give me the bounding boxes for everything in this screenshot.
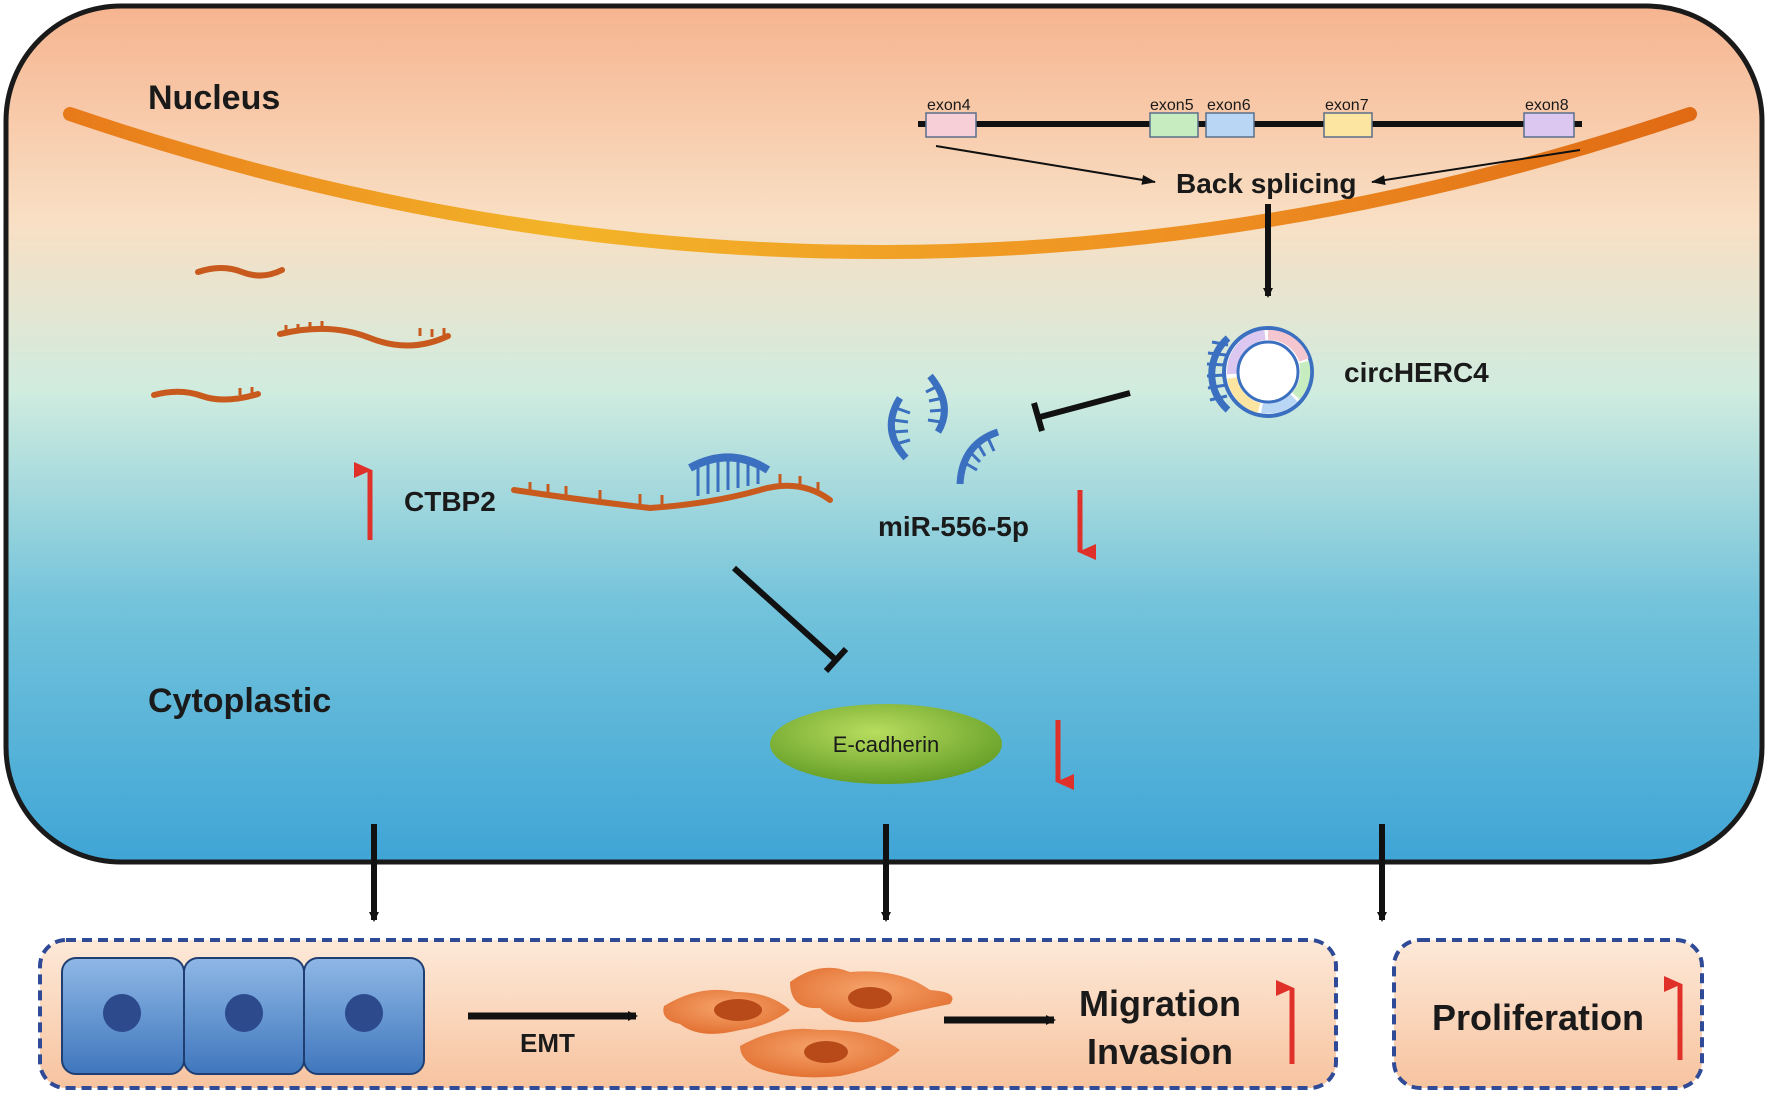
migration-label: Migration xyxy=(1079,983,1241,1024)
nuclear-envelope xyxy=(63,107,1697,259)
invasion-label: Invasion xyxy=(1087,1031,1233,1072)
sponge-inhibition xyxy=(1031,390,1131,432)
back-splicing-label: Back splicing xyxy=(1176,168,1357,199)
nucleus-label: Nucleus xyxy=(148,79,280,117)
ctbp2-label: CTBP2 xyxy=(404,486,496,517)
proliferation-label: Proliferation xyxy=(1432,997,1644,1038)
circrna-icon xyxy=(1206,326,1314,418)
proliferation-outcome-box xyxy=(1392,938,1704,1090)
exon7-label: exon7 xyxy=(1325,97,1369,114)
ctbp2-mrna xyxy=(511,453,833,512)
exon5-box xyxy=(1149,112,1199,138)
splice-arrow-left xyxy=(935,145,1156,185)
exon7-box xyxy=(1323,112,1373,138)
mesenchymal-cells xyxy=(663,967,953,1078)
mirna-label: miR-556-5p xyxy=(878,511,1029,542)
circrna-label: circHERC4 xyxy=(1344,357,1489,388)
exon6-box xyxy=(1205,112,1255,138)
emt-label: EMT xyxy=(520,1028,575,1058)
ecadherin-protein xyxy=(770,704,1002,784)
exon5-label: exon5 xyxy=(1150,97,1194,114)
exon4-label: exon4 xyxy=(927,97,971,114)
exon4-box xyxy=(925,112,977,138)
exon8-box xyxy=(1523,112,1575,138)
ecadherin-label: E-cadherin xyxy=(833,732,939,757)
exon6-label: exon6 xyxy=(1207,97,1251,114)
free-mrna-ticks xyxy=(238,321,446,395)
exon-boxes xyxy=(925,112,1575,138)
exon8-label: exon8 xyxy=(1525,97,1569,114)
splice-arrow-right xyxy=(1371,149,1581,185)
ecadherin-inhibition xyxy=(731,565,849,674)
cytoplasm-label: Cytoplastic xyxy=(148,682,331,720)
epithelial-cells xyxy=(61,957,425,1075)
mirna-molecules xyxy=(887,373,1000,485)
